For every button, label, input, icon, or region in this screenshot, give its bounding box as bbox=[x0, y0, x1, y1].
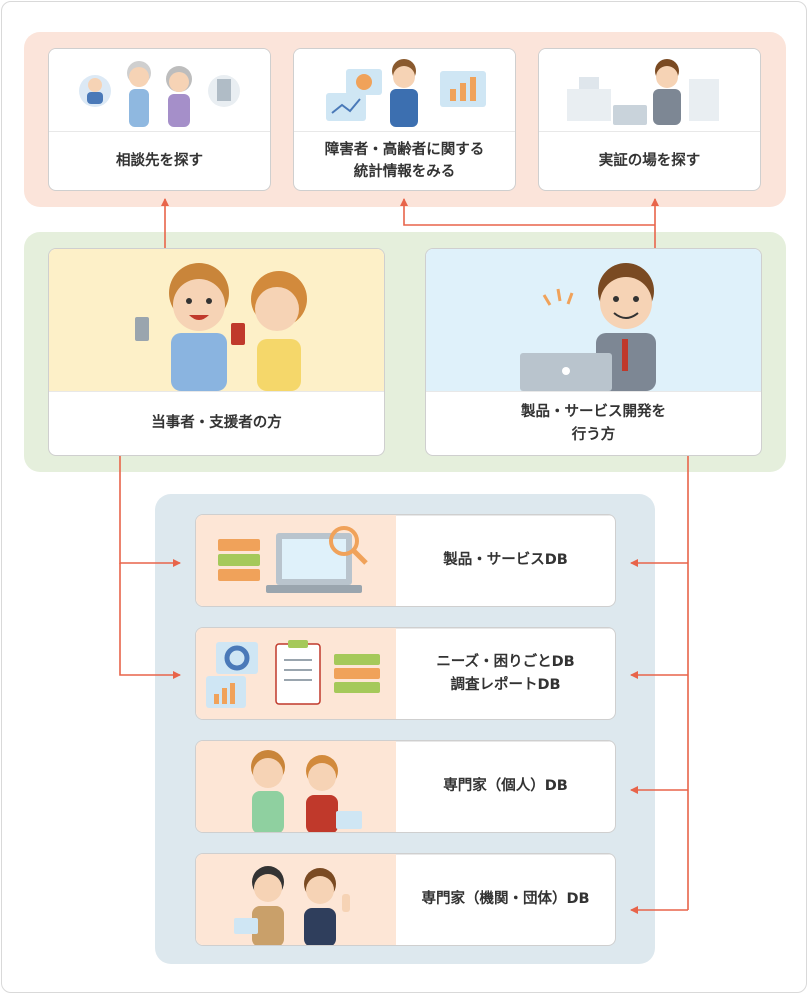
products-db-card[interactable]: 製品・サービスDB bbox=[195, 514, 616, 607]
products-db-label: 製品・サービスDB bbox=[396, 515, 615, 606]
needs-db-illustration bbox=[196, 628, 396, 719]
needs-db-label: ニーズ・困りごとDB 調査レポートDB bbox=[396, 628, 615, 719]
users-card[interactable]: 当事者・支援者の方 bbox=[48, 248, 385, 456]
field-test-card[interactable]: 実証の場を探す bbox=[538, 48, 761, 191]
field-test-label: 実証の場を探す bbox=[539, 131, 760, 190]
users-illustration bbox=[49, 249, 384, 391]
needs-db-card[interactable]: ニーズ・困りごとDB 調査レポートDB bbox=[195, 627, 616, 720]
expert-org-db-card[interactable]: 専門家（機関・団体）DB bbox=[195, 853, 616, 946]
statistics-illustration bbox=[294, 49, 515, 131]
products-db-illustration bbox=[196, 515, 396, 606]
consult-label: 相談先を探す bbox=[49, 131, 270, 190]
developers-label: 製品・サービス開発を 行う方 bbox=[426, 391, 761, 455]
consult-card[interactable]: 相談先を探す bbox=[48, 48, 271, 191]
developers-card[interactable]: 製品・サービス開発を 行う方 bbox=[425, 248, 762, 456]
statistics-label: 障害者・高齢者に関する 統計情報をみる bbox=[294, 131, 515, 190]
statistics-card[interactable]: 障害者・高齢者に関する 統計情報をみる bbox=[293, 48, 516, 191]
expert-org-db-label: 専門家（機関・団体）DB bbox=[396, 854, 615, 945]
field-test-illustration bbox=[539, 49, 760, 131]
expert-org-db-illustration bbox=[196, 854, 396, 945]
expert-person-db-illustration bbox=[196, 741, 396, 832]
expert-person-db-label: 専門家（個人）DB bbox=[396, 741, 615, 832]
developers-illustration bbox=[426, 249, 761, 391]
users-label: 当事者・支援者の方 bbox=[49, 391, 384, 455]
expert-person-db-card[interactable]: 専門家（個人）DB bbox=[195, 740, 616, 833]
consult-illustration bbox=[49, 49, 270, 131]
